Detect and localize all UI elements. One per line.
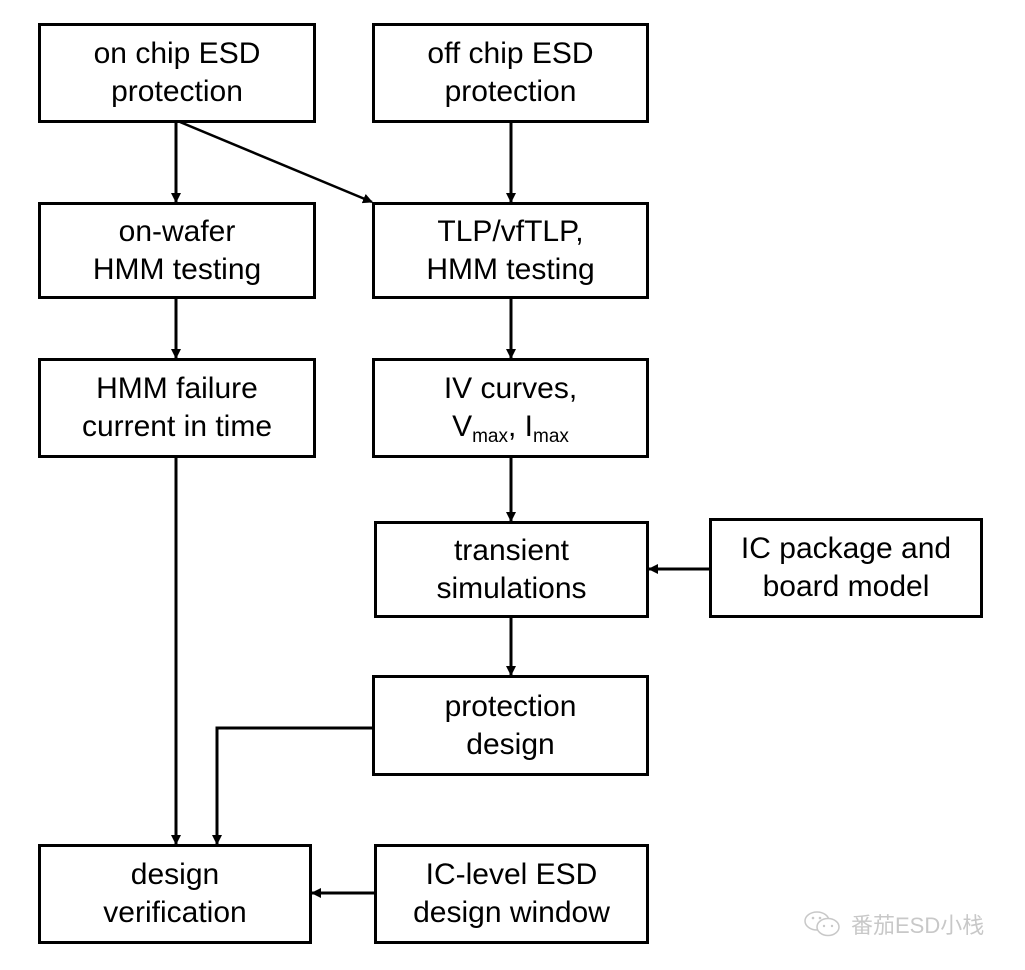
- node-tlp-hmm-testing: TLP/vfTLP, HMM testing: [372, 202, 649, 299]
- wechat-icon: [804, 911, 840, 937]
- node-ic-package-board-model: IC package and board model: [709, 518, 983, 618]
- node-label-line2: current in time: [81, 410, 273, 443]
- node-label-line2: design: [466, 727, 555, 761]
- node-transient-simulations: transient simulations: [374, 521, 649, 618]
- node-label-line2: HMM testing: [92, 252, 262, 286]
- node-label-line2: protection: [444, 75, 577, 108]
- node-label-line2: design window: [413, 896, 610, 929]
- node-label-line1: on chip ESD: [93, 37, 261, 70]
- node-label-line2: board model: [762, 570, 930, 603]
- edge-protection-design-to-design-verification: [212, 726, 373, 845]
- node-iv-curves: IV curves, Vmax, Imax: [372, 358, 649, 458]
- node-label-line2: protection: [111, 75, 243, 108]
- watermark: 番茄ESD小栈: [803, 908, 984, 940]
- node-label-line1: TLP/vfTLP,: [437, 214, 584, 248]
- node-label-line1: HMM failure: [96, 372, 258, 405]
- node-label-line1: IV curves,: [443, 372, 578, 405]
- vmax-symbol: V: [452, 410, 473, 443]
- node-design-verification: design verification: [38, 844, 312, 944]
- node-label-line1: design: [130, 858, 220, 891]
- node-label-line1: IC package and: [740, 532, 952, 565]
- node-label-line2: simulations: [436, 571, 587, 605]
- node-hmm-failure-current: HMM failure current in time: [38, 358, 316, 458]
- node-label-line1: on-wafer: [118, 214, 236, 248]
- watermark-text: 番茄ESD小栈: [851, 913, 985, 938]
- vmax-subscript: max: [472, 426, 508, 447]
- node-ic-level-esd-design-window: IC-level ESD design window: [374, 844, 649, 944]
- imax-symbol: I: [524, 410, 534, 443]
- node-label-line1: transient: [453, 533, 570, 567]
- node-on-chip-esd-protection: on chip ESD protection: [38, 23, 316, 123]
- node-label-line2: verification: [103, 896, 247, 929]
- separator: ,: [508, 410, 525, 443]
- node-label-line1: IC-level ESD: [425, 858, 598, 891]
- imax-subscript: max: [533, 426, 569, 447]
- node-label-line2: HMM testing: [426, 252, 595, 286]
- node-label-line2: Vmax, Imax: [452, 408, 569, 446]
- node-protection-design: protection design: [372, 675, 649, 776]
- node-off-chip-esd-protection: off chip ESD protection: [372, 23, 649, 123]
- edge-on-chip-to-tlp: [179, 120, 373, 204]
- node-label-line1: off chip ESD: [427, 37, 594, 70]
- node-label-line1: protection: [444, 689, 577, 723]
- node-on-wafer-hmm-testing: on-wafer HMM testing: [38, 202, 316, 299]
